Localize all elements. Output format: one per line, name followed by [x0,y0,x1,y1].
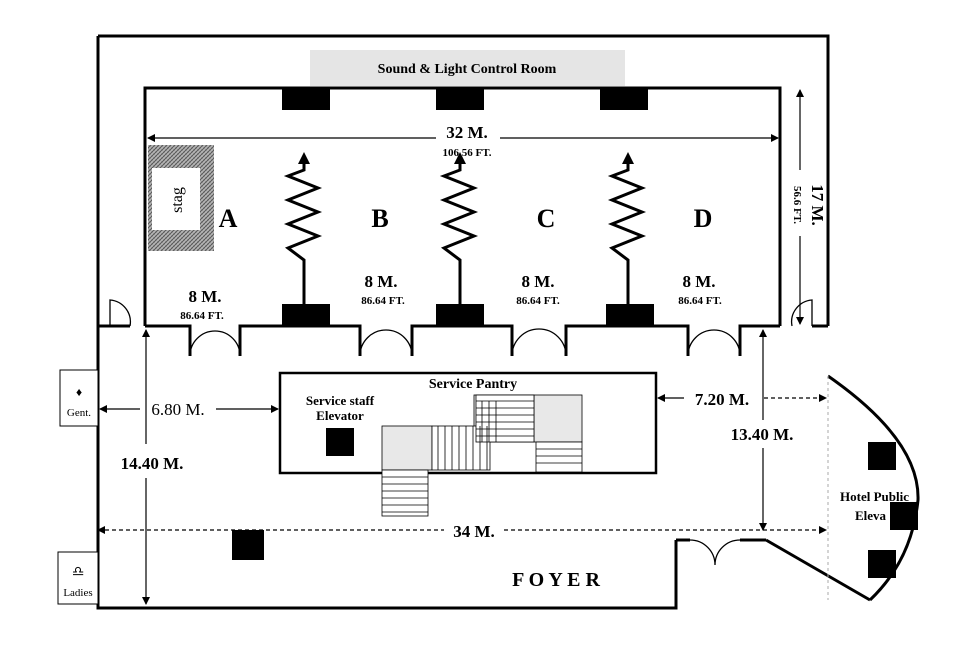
stage: stag [148,145,214,251]
service-elevator-label-1: Service staff [306,393,375,408]
foyer-label: F O Y E R [512,569,600,591]
door-right-corridor [790,299,813,327]
section-c-feet: 86.64 FT. [516,295,560,307]
hall-width-meters: 32 M. [446,123,488,142]
foyer-pillar [232,530,264,560]
section-c-meters: 8 M. [521,272,554,291]
service-elevator-block [326,428,354,456]
door-b [359,329,413,357]
gents-label: Gent. [67,407,91,419]
foyer-right-depth: 13.40 M. [731,425,794,444]
control-room-label: Sound & Light Control Room [378,62,557,77]
foyer-gap-right: 7.20 M. [695,390,749,409]
staircase [381,394,583,517]
hall-depth-feet: 56.6 FT. [791,186,803,224]
service-pantry-label: Service Pantry [429,377,517,392]
partition-arrowheads [298,152,634,164]
foyer-dimensions: 6.80 M. 7.20 M. 14.40 M. 13.40 M. 34 M. [97,329,827,605]
foyer-width: 34 M. [453,522,495,541]
door-foyer-exit [689,539,741,566]
section-dimensions: 8 M. 86.64 FT. 8 M. 86.64 FT. 8 M. 86.64… [180,272,722,322]
public-elevator-area: Hotel Public Eleva [827,376,918,600]
section-a-feet: 86.64 FT. [180,310,224,322]
restroom-ladies: ♎ Ladies [57,551,99,605]
control-room: Sound & Light Control Room [310,50,625,86]
foyer-gap-left: 6.80 M. [151,400,204,419]
restroom-gents: ♦ Gent. [59,369,99,427]
hall-depth-dimension: 17 M. 56.6 FT. [791,89,827,325]
partition-bc [439,162,479,304]
door-a [189,330,241,357]
door-d [687,329,741,357]
public-elevator-label-1: Hotel Public [840,489,909,504]
section-d-meters: 8 M. [682,272,715,291]
partition-walls [283,162,647,304]
section-b-feet: 86.64 FT. [361,295,405,307]
hall-depth-meters: 17 M. [808,184,827,226]
section-c-letter: C [537,204,556,233]
section-a-meters: 8 M. [188,287,221,306]
public-elevator-label-2: Eleva [855,508,887,523]
hall-doors [109,299,813,566]
gents-icon: ♦ [76,385,82,399]
partition-cd [607,162,647,304]
hall-width-dimension: 32 M. 106.56 FT. [147,123,779,159]
section-b-letter: B [371,204,388,233]
ladies-icon: ♎ [72,563,85,579]
section-d-letter: D [694,204,713,233]
building-outline [96,34,920,610]
section-b-meters: 8 M. [364,272,397,291]
section-a-letter: A [219,204,238,233]
foyer-depth: 14.40 M. [121,454,184,473]
speaker-blocks [282,88,654,326]
partition-ab [283,162,323,304]
hall-width-feet: 106.56 FT. [443,147,492,159]
ladies-label: Ladies [63,587,92,599]
door-c [511,328,567,357]
service-elevator-label-2: Elevator [316,408,364,423]
door-left-corridor [109,299,132,327]
section-letters: A B C D [219,204,713,233]
stage-label: stag [169,187,186,213]
section-d-feet: 86.64 FT. [678,295,722,307]
